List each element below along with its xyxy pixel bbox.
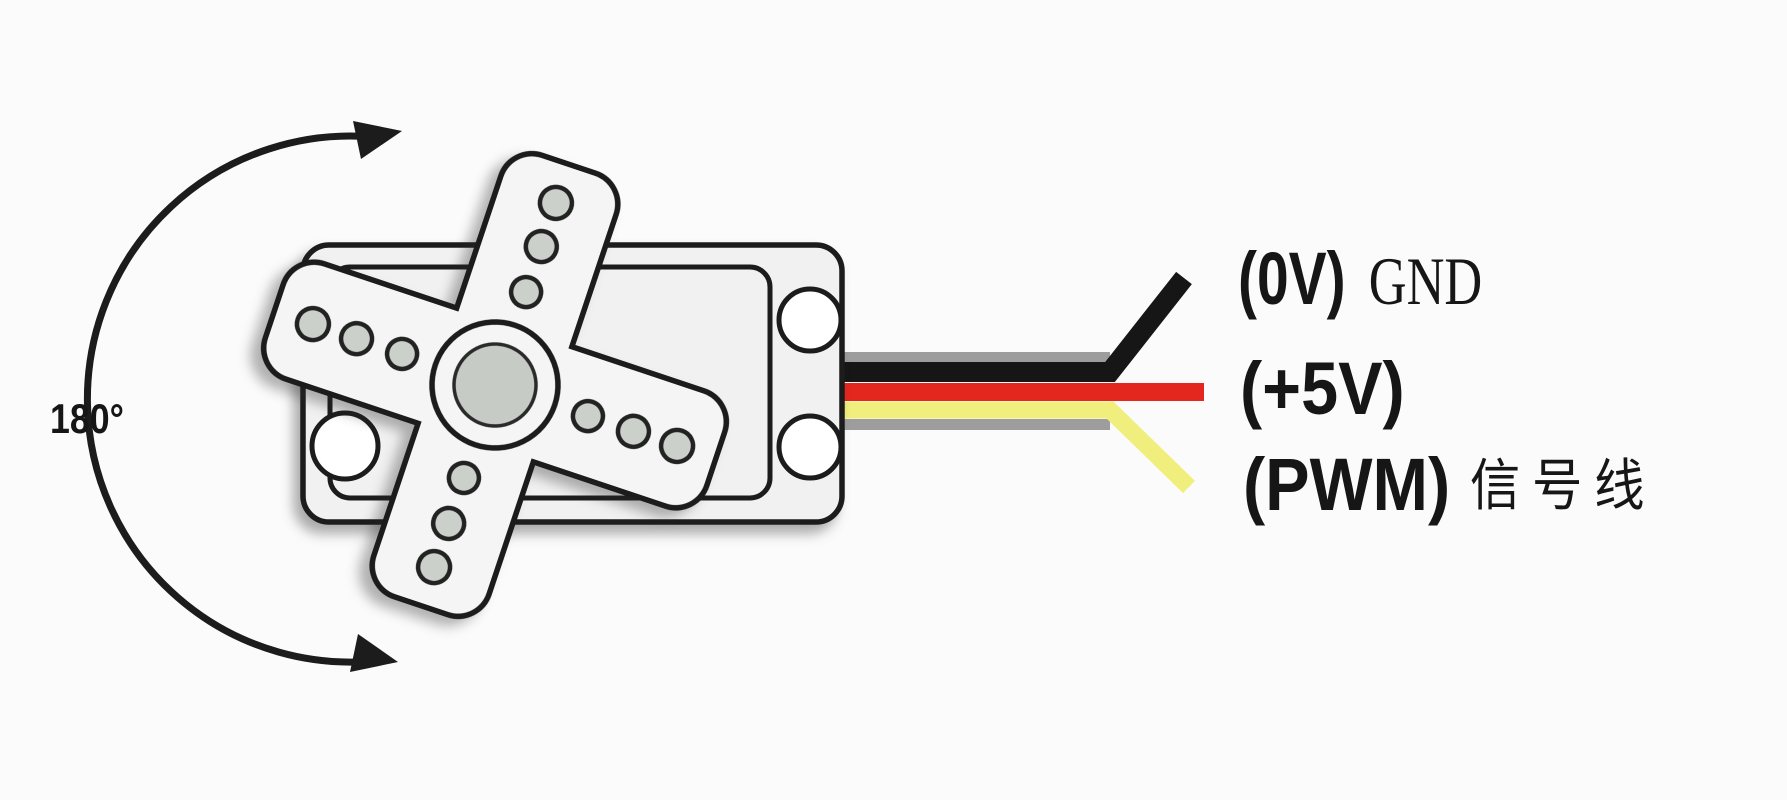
signal-wire-label: (PWM)信号线 xyxy=(1243,448,1656,522)
mounting-hole-left-bottom xyxy=(309,410,381,482)
signal-cjk-text: 信号线 xyxy=(1469,454,1657,517)
horn-dot xyxy=(523,228,560,265)
horn-dot xyxy=(570,398,606,434)
mounting-hole-right-top xyxy=(776,286,844,354)
wire-yellow xyxy=(829,401,1195,494)
power-wire-label: (+5V) xyxy=(1240,352,1405,426)
gnd-voltage-text: (0V) xyxy=(1238,237,1346,320)
wire-gray-bottom xyxy=(828,419,1110,430)
rotation-arc xyxy=(83,132,387,666)
horn-dot xyxy=(415,548,453,586)
arrowhead-up-icon xyxy=(353,121,402,159)
arrowhead-down-icon xyxy=(350,634,398,672)
horn-dot xyxy=(615,413,652,450)
rotation-arc-group xyxy=(83,121,402,672)
signal-pwm-text: (PWM) xyxy=(1243,443,1451,526)
horn-dot xyxy=(658,427,696,465)
rotation-angle-label: 180° xyxy=(50,395,124,442)
mounting-hole-right-bottom xyxy=(776,413,844,481)
wire-gray-top xyxy=(828,352,1110,362)
wire-black xyxy=(829,271,1192,382)
wires-group xyxy=(828,271,1204,494)
horn-dot xyxy=(384,336,420,372)
horn-dot xyxy=(446,460,482,496)
horn-dot xyxy=(294,305,332,343)
horn-dot xyxy=(338,320,375,357)
horn-dot xyxy=(508,274,544,310)
gnd-wire-label: (0V)GND xyxy=(1238,242,1482,316)
servo-horn-group xyxy=(260,150,730,620)
horn-dot xyxy=(430,505,467,542)
horn-dot xyxy=(537,184,575,222)
horn-hub-shaft xyxy=(452,342,538,428)
power-voltage-text: (+5V) xyxy=(1240,347,1405,430)
gnd-name-text: GND xyxy=(1368,243,1483,319)
